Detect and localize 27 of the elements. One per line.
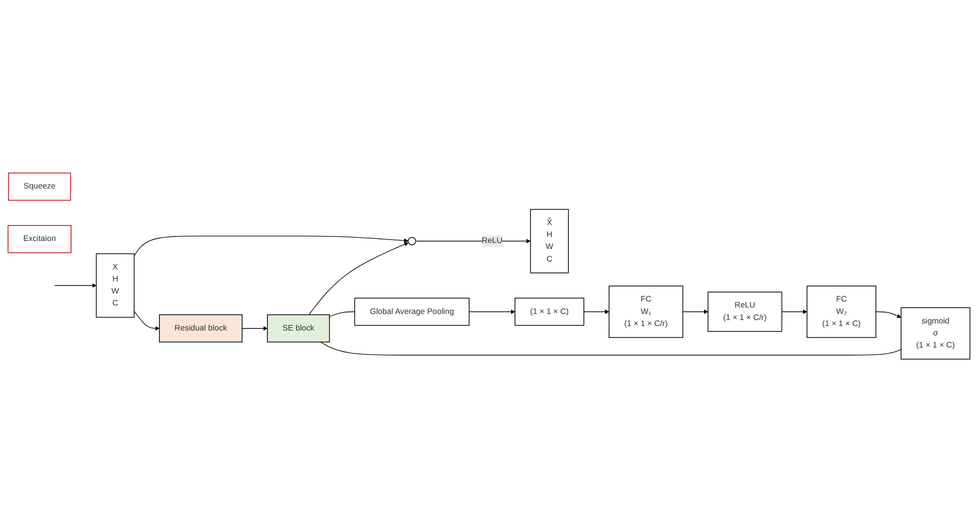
arrow [133,310,160,330]
node-box: FC W₁ (1 × 1 × C/r) [608,286,683,338]
node-box: sigmoid σ (1 × 1 × C) [900,307,970,360]
node-circle [407,236,416,246]
arrow [468,309,515,314]
arrow [133,236,408,256]
node-box: Residual block [158,314,242,342]
connector [328,311,355,317]
node-box: Squeeze [8,172,70,201]
arrow [875,311,901,318]
node-box: X H W C [95,253,134,318]
arrow [781,309,807,314]
arrow [308,242,408,315]
node-box: FC W₂ (1 × 1 × C) [806,286,876,338]
node-box: SE block [266,314,330,342]
arrow [583,309,609,314]
edge-label: ReLU [481,236,502,246]
arrow [414,238,530,244]
node-box: Global Average Pooling [354,298,470,326]
arrow [682,309,708,314]
node-box: ReLU (1 × 1 × C/r) [707,292,782,332]
connector [320,342,901,356]
node-box: X̃ H W C [530,208,568,274]
node-box: Excitaion [7,225,71,254]
node-box: (1 × 1 × C) [514,298,584,326]
arrow [241,326,268,330]
arrow [54,283,96,288]
